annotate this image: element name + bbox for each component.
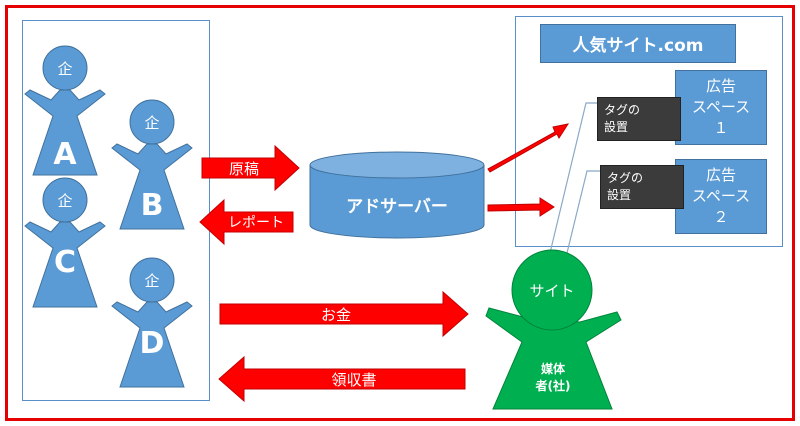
manuscript-arrow: 原稿 bbox=[201, 144, 300, 192]
tag-box-2: タグの 設置 bbox=[600, 165, 684, 209]
money-label: お金 bbox=[321, 306, 351, 324]
company-c-letter: C bbox=[54, 245, 76, 280]
ad-space-1-line1: 広告 bbox=[705, 77, 736, 95]
tag-box-1-line1: タグの bbox=[604, 103, 641, 117]
tag-box-1-line2: 設置 bbox=[604, 120, 629, 134]
tag-box-2-line2: 設置 bbox=[607, 188, 632, 202]
server-to-tag1-arrow bbox=[487, 123, 570, 173]
report-arrow: レポート bbox=[199, 198, 294, 246]
ad-server: アドサーバー bbox=[309, 151, 485, 239]
site-title: 人気サイト.com bbox=[540, 24, 736, 63]
company-d-glyph: 企 bbox=[144, 272, 159, 290]
company-d-letter: D bbox=[140, 326, 165, 361]
ad-space-2: 広告 スペース ２ bbox=[675, 159, 767, 234]
company-c: 企 C bbox=[24, 177, 106, 308]
website-frame bbox=[515, 16, 783, 247]
company-b-glyph: 企 bbox=[144, 114, 159, 132]
tag-callout-lines bbox=[549, 102, 600, 254]
media-body-line1: 媒体 bbox=[541, 361, 566, 376]
company-a-glyph: 企 bbox=[57, 60, 72, 78]
media-head-label: サイト bbox=[529, 282, 574, 300]
ad-space-1: 広告 スペース １ bbox=[675, 70, 767, 145]
company-b-letter: B bbox=[141, 188, 164, 223]
company-c-glyph: 企 bbox=[57, 192, 72, 210]
server-to-tag2-arrow bbox=[487, 197, 555, 217]
receipt-label: 領収書 bbox=[331, 371, 376, 389]
manuscript-label: 原稿 bbox=[229, 160, 259, 178]
company-a: 企 A bbox=[24, 45, 106, 176]
tag-box-2-line1: タグの bbox=[607, 171, 644, 185]
media-person: サイト 媒体 者(社) bbox=[485, 249, 622, 410]
advertisers-frame bbox=[22, 20, 210, 401]
ad-space-2-line1: 広告 bbox=[705, 166, 736, 184]
ad-space-2-line2: スペース bbox=[691, 187, 751, 205]
tag-box-1: タグの 設置 bbox=[597, 97, 681, 141]
money-arrow: お金 bbox=[219, 290, 469, 338]
company-b: 企 B bbox=[111, 99, 193, 230]
outer-frame bbox=[5, 5, 795, 421]
company-d: 企 D bbox=[111, 257, 193, 388]
ad-server-label: アドサーバー bbox=[346, 197, 448, 217]
media-body-line2: 者(社) bbox=[535, 378, 571, 393]
receipt-arrow: 領収書 bbox=[218, 355, 466, 403]
ad-space-1-line2: スペース bbox=[691, 98, 751, 116]
company-a-letter: A bbox=[53, 137, 77, 172]
ad-space-2-line3: ２ bbox=[713, 208, 729, 226]
ad-space-1-line3: １ bbox=[713, 119, 729, 137]
report-label: レポート bbox=[228, 215, 284, 231]
